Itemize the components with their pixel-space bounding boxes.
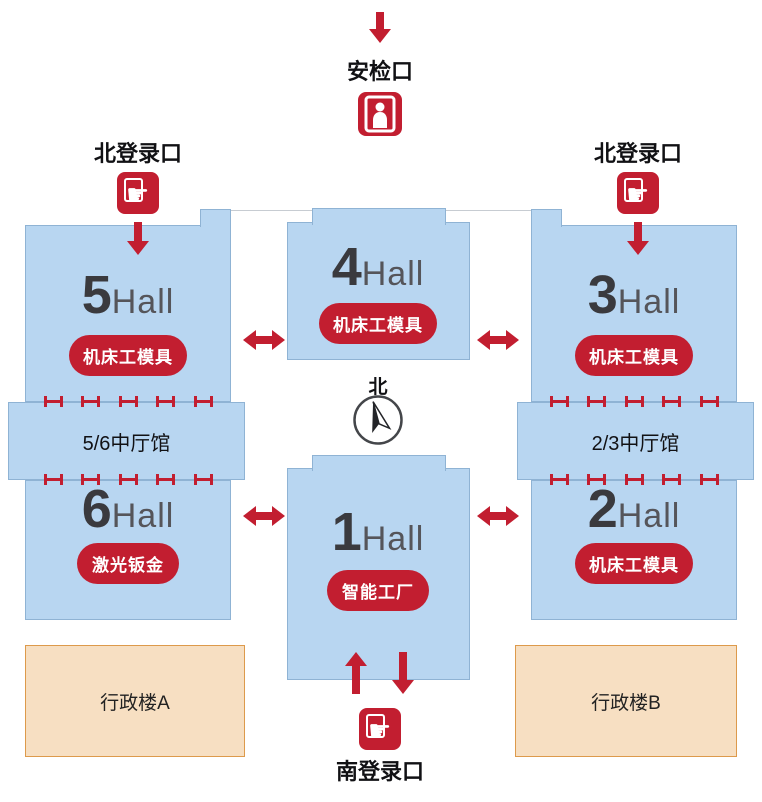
door-icon (43, 474, 63, 485)
door-icon (587, 474, 606, 485)
door-icon (624, 396, 644, 407)
north-entrance-right-icon: ☛ (617, 172, 659, 214)
hall-4-number: 4 (331, 237, 362, 297)
north-entrance-left-icon: ☛ (117, 172, 159, 214)
south-entrance-label: 南登录口 (335, 759, 424, 784)
door-icon (156, 474, 175, 485)
hall-1-title: 1Hall (332, 505, 425, 559)
ticket-icon (124, 178, 143, 202)
pointing-hand-icon: ☛ (126, 179, 150, 209)
door-icon (662, 474, 681, 485)
admin-building-b-label: 行政楼B (591, 692, 661, 714)
hall-1-tag: 智能工厂 (327, 570, 429, 611)
hall-3-word: Hall (617, 283, 681, 321)
security-gate-label: 安检口 (346, 59, 413, 84)
hall-5-title: 5Hall (82, 268, 175, 322)
security-gate-icon (358, 92, 402, 136)
hall-4-word: Hall (361, 255, 425, 293)
door-markers-left-top (25, 396, 231, 407)
atrium-right-label: 2/3中厅馆 (591, 432, 680, 455)
door-icon (624, 474, 644, 485)
hall-3-vestibule (531, 209, 562, 227)
door-icon (699, 474, 719, 485)
person-gate-icon (364, 95, 396, 133)
hall-6-tag: 激光钣金 (77, 543, 179, 584)
door-icon (156, 396, 175, 407)
hall-1-vestibule (312, 455, 446, 471)
door-icon (81, 396, 100, 407)
door-icon (549, 396, 569, 407)
door-icon (549, 474, 569, 485)
admin-building-b: 行政楼B (515, 645, 737, 757)
hall-3-title: 3Hall (588, 268, 681, 322)
hall-1-number: 1 (331, 502, 362, 562)
admin-building-a-label: 行政楼A (100, 692, 170, 714)
north-entrance-right-label: 北登录口 (593, 141, 682, 166)
passage-arrow-6-1-icon (243, 506, 285, 526)
door-icon (81, 474, 100, 485)
hall-5-number: 5 (81, 265, 112, 325)
atrium-left-label: 5/6中厅馆 (82, 432, 171, 455)
connector-line (231, 210, 312, 211)
pointing-hand-icon: ☛ (368, 715, 392, 745)
hall-4-tag: 机床工模具 (319, 303, 437, 344)
south-entrance-icon: ☛ (359, 708, 401, 750)
door-icon (43, 396, 63, 407)
hall-2-tag: 机床工模具 (575, 543, 693, 584)
hall-3-tag: 机床工模具 (575, 335, 693, 376)
hall-6-number: 6 (81, 479, 112, 539)
door-icon (699, 396, 719, 407)
hall-2-word: Hall (617, 497, 681, 535)
atrium-right: 2/3中厅馆 (517, 402, 754, 480)
hall-5-word: Hall (111, 283, 175, 321)
door-icon (118, 474, 138, 485)
door-markers-right-bottom (531, 474, 737, 485)
hall-6-word: Hall (111, 497, 175, 535)
door-markers-left-bottom (25, 474, 231, 485)
passage-arrow-1-2-icon (477, 506, 519, 526)
hall-2-number: 2 (587, 479, 618, 539)
south-entrance-up-arrow-icon (345, 652, 367, 694)
admin-building-a: 行政楼A (25, 645, 245, 757)
security-down-arrow-icon (369, 12, 391, 43)
ticket-icon (624, 178, 643, 202)
pointing-hand-icon: ☛ (626, 179, 650, 209)
door-icon (193, 396, 213, 407)
hall-3-number: 3 (587, 265, 618, 325)
ticket-icon (366, 714, 385, 738)
hall-5-vestibule (200, 209, 231, 227)
hall-4-vestibule (312, 208, 446, 225)
hall-2-title: 2Hall (588, 482, 681, 536)
passage-arrow-5-4-icon (243, 330, 285, 350)
door-icon (193, 474, 213, 485)
door-markers-right-top (531, 396, 737, 407)
door-icon (587, 396, 606, 407)
north-entrance-left-down-arrow-icon (127, 222, 149, 255)
hall-5-tag: 机床工模具 (69, 335, 187, 376)
hall-4-title: 4Hall (332, 240, 425, 294)
compass-north-label: 北 (368, 377, 388, 398)
north-entrance-right-down-arrow-icon (627, 222, 649, 255)
atrium-left: 5/6中厅馆 (8, 402, 245, 480)
compass-icon (353, 395, 403, 445)
hall-6-title: 6Hall (82, 482, 175, 536)
south-entrance-down-arrow-icon (392, 652, 414, 694)
passage-arrow-4-3-icon (477, 330, 519, 350)
door-icon (662, 396, 681, 407)
connector-line (446, 210, 531, 211)
door-icon (118, 396, 138, 407)
north-entrance-left-label: 北登录口 (93, 141, 182, 166)
hall-1-word: Hall (361, 520, 425, 558)
